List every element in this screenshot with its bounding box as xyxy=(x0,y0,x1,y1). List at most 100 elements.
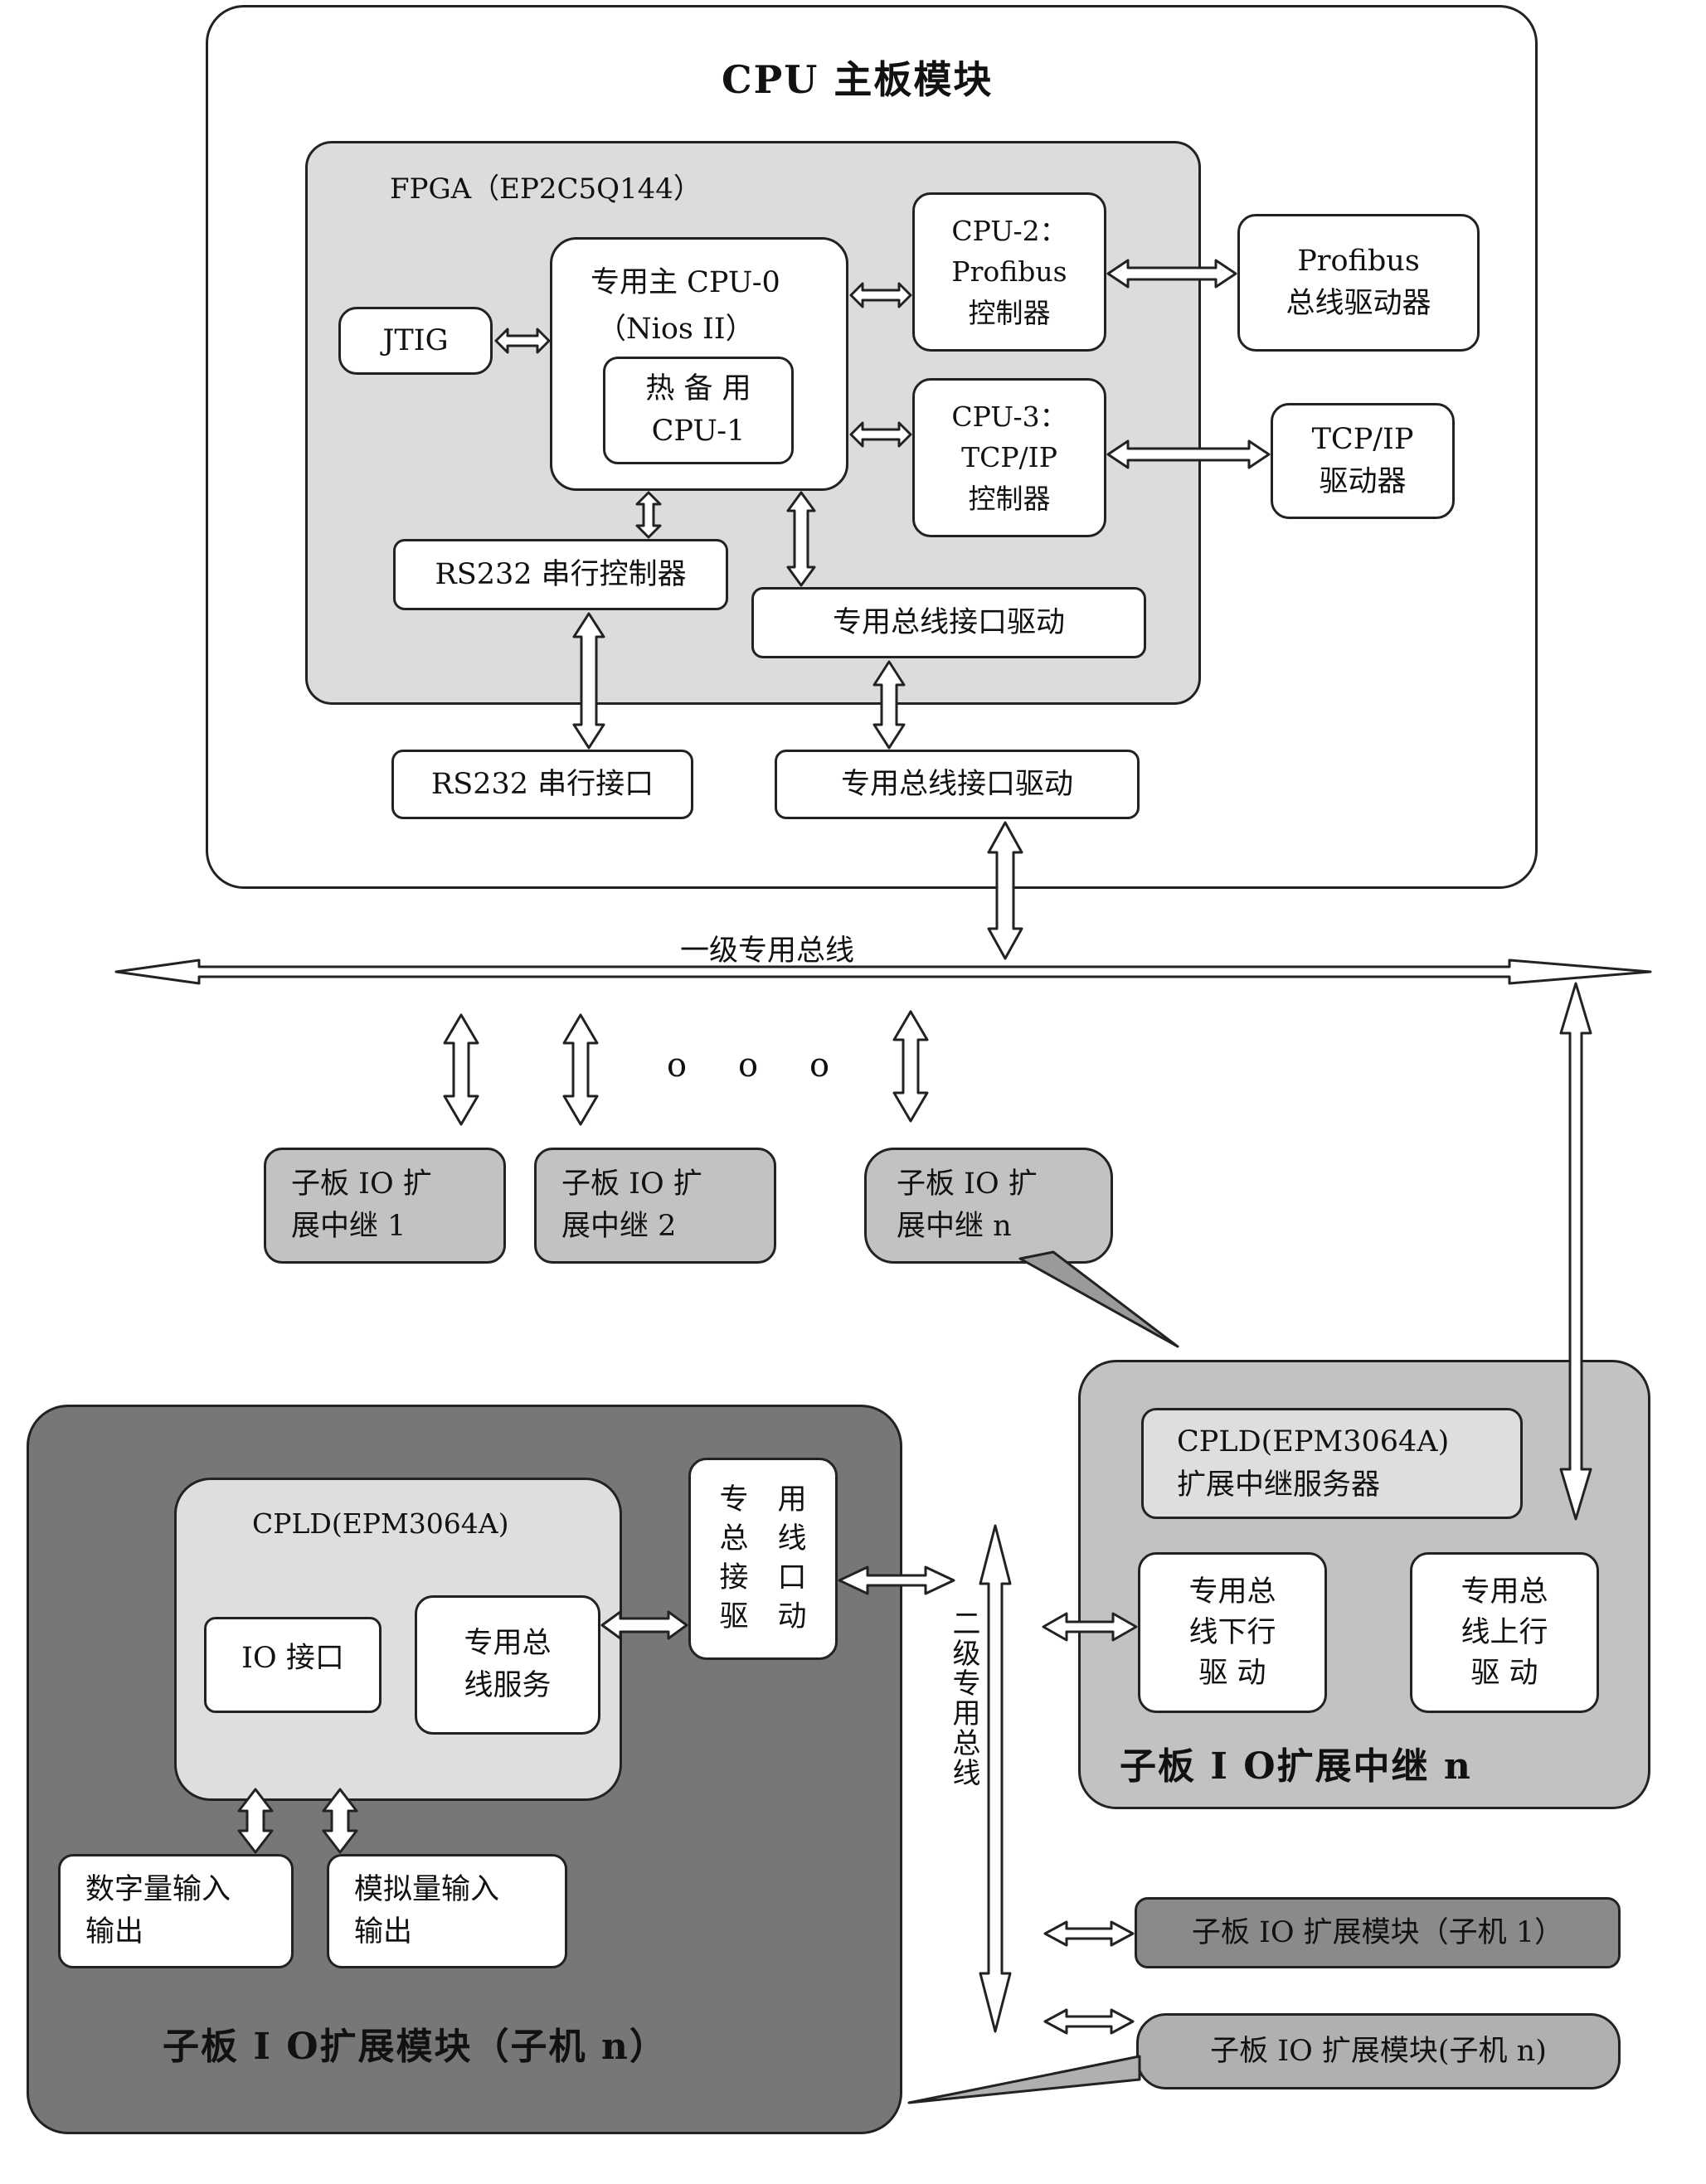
relay-2-line2: 展中继 2 xyxy=(561,1210,677,1243)
relay-n-line2: 展中继 n xyxy=(897,1210,1012,1243)
digital-io-line1: 数字量输入 xyxy=(85,1873,231,1907)
analog-io-line1: 模拟量输入 xyxy=(354,1873,500,1907)
cpu3-role: 控制器 xyxy=(968,482,1051,515)
bus-service-line1: 专用总 xyxy=(464,1627,552,1661)
cpu-board-title: CPU 主板模块 xyxy=(722,57,994,102)
level2-bus-label: 二级专用总线 xyxy=(947,1609,980,1788)
jtag-label: JTIG xyxy=(382,323,449,357)
uplink-driver-block: 专用总 线上行 驱 动 xyxy=(1410,1552,1599,1713)
uplink-line3: 驱 动 xyxy=(1470,1656,1538,1690)
rs232-serial-controller: RS232 串行控制器 xyxy=(393,539,728,610)
cpu0-subtitle: （Nios II） xyxy=(597,313,755,346)
rs232-port-label: RS232 串行接口 xyxy=(430,767,654,801)
level1-bus-arrow xyxy=(114,959,1652,985)
io-bus-driver-line3: 接 口 xyxy=(719,1561,807,1594)
sub-module-n-label: 子板 IO 扩展模块(子机 n) xyxy=(1210,2034,1547,2068)
profibus-bus-driver: Profibus 总线驱动器 xyxy=(1237,214,1480,352)
relay-n-line1: 子板 IO 扩 xyxy=(897,1167,1038,1201)
relay-1-line2: 展中继 1 xyxy=(291,1210,406,1243)
relay-cpld-line2: 扩展中继服务器 xyxy=(1177,1468,1381,1502)
io-bus-driver-line4: 驱 动 xyxy=(719,1600,807,1634)
jtag-block: JTIG xyxy=(338,307,493,375)
downlink-line1: 专用总 xyxy=(1188,1575,1276,1609)
arrow-level1-relayn xyxy=(892,1010,929,1123)
fpga-label: FPGA（EP2C5Q144） xyxy=(390,172,702,206)
arrow-io-analog xyxy=(322,1788,358,1854)
cpu2-label: CPU-2： xyxy=(951,214,1067,247)
cpu0-title: 专用主 CPU-0 xyxy=(591,266,780,299)
hot-backup-label: 热 备 用 xyxy=(645,372,751,406)
arrow-cpu0-rs232ctrl xyxy=(635,491,662,539)
arrow-cpu0-busdriver xyxy=(786,491,816,587)
arrow-level2-downlink xyxy=(1042,1612,1138,1642)
cpu3-label: CPU-3： xyxy=(951,400,1067,433)
arrow-cpu3-tcpip xyxy=(1106,439,1271,469)
bus-service-line2: 线服务 xyxy=(464,1669,552,1702)
bus-interface-driver-inner: 专用总线接口驱动 xyxy=(751,587,1146,658)
cpu3-tcpip-controller: CPU-3： TCP/IP 控制器 xyxy=(912,378,1106,537)
io-interface-block: IO 接口 xyxy=(204,1617,382,1713)
downlink-line3: 驱 动 xyxy=(1198,1656,1266,1690)
arrow-io-digital xyxy=(237,1788,274,1854)
profibus-driver-subtitle: 总线驱动器 xyxy=(1286,287,1431,320)
io-bus-driver-line1: 专 用 xyxy=(719,1483,807,1517)
io-module-title: 子板 I O扩展模块（子机 n） xyxy=(163,2026,668,2068)
ellipsis-dot-2: o xyxy=(738,1046,759,1085)
io-bus-interface-driver: 专 用 总 线 接 口 驱 动 xyxy=(688,1458,838,1660)
arrow-cpu2-profibus xyxy=(1106,259,1237,289)
arrow-cpu0-cpu2 xyxy=(849,282,912,308)
sub-module-n-bar: 子板 IO 扩展模块(子机 n) xyxy=(1136,2013,1621,2089)
downlink-driver-block: 专用总 线下行 驱 动 xyxy=(1138,1552,1327,1713)
relay-box-1: 子板 IO 扩 展中继 1 xyxy=(264,1148,506,1264)
level1-bus-label: 一级专用总线 xyxy=(680,934,855,968)
io-bus-driver-line2: 总 线 xyxy=(719,1522,807,1555)
profibus-driver-title: Profibus xyxy=(1297,245,1420,279)
sub-module-1-label: 子板 IO 扩展模块（子机 1） xyxy=(1191,1915,1564,1949)
analog-io-block: 模拟量输入 输出 xyxy=(327,1854,567,1968)
cpu2-role: 控制器 xyxy=(968,296,1051,329)
relay-box-n: 子板 IO 扩 展中继 n xyxy=(864,1148,1113,1264)
cpu3-protocol: TCP/IP xyxy=(961,441,1057,474)
arrow-jtag-cpu0 xyxy=(494,328,551,354)
digital-io-line2: 输出 xyxy=(85,1915,144,1949)
rs232-controller-label: RS232 串行控制器 xyxy=(435,557,687,591)
relay-cpld-server: CPLD(EPM3064A) 扩展中继服务器 xyxy=(1141,1408,1523,1519)
arrow-level2-sub1 xyxy=(1043,1920,1135,1947)
cpu1-label: CPU-1 xyxy=(651,415,746,448)
io-cpld-label: CPLD(EPM3064A) xyxy=(252,1507,509,1540)
sub-module-n-callout-tail xyxy=(907,2055,1141,2104)
relay-box-2: 子板 IO 扩 展中继 2 xyxy=(534,1148,776,1264)
relay-n-callout-tail xyxy=(1018,1250,1179,1348)
ellipsis-dot-1: o xyxy=(667,1046,688,1085)
arrow-iodriver-level2 xyxy=(838,1565,955,1595)
arrow-busdriver-level1 xyxy=(987,821,1023,960)
tcpip-driver-title: TCP/IP xyxy=(1311,423,1414,457)
sub-module-1-bar: 子板 IO 扩展模块（子机 1） xyxy=(1135,1897,1621,1968)
tcpip-driver-subtitle: 驱动器 xyxy=(1319,465,1407,498)
downlink-line2: 线下行 xyxy=(1188,1615,1276,1649)
cpu2-profibus-controller: CPU-2： Profibus 控制器 xyxy=(912,192,1106,352)
bus-driver-outer-label: 专用总线接口驱动 xyxy=(840,767,1073,801)
rs232-serial-port: RS232 串行接口 xyxy=(391,750,693,819)
cpu2-protocol: Profibus xyxy=(951,255,1067,289)
io-interface-label: IO 接口 xyxy=(241,1642,344,1675)
bus-service-block: 专用总 线服务 xyxy=(415,1595,600,1735)
uplink-line1: 专用总 xyxy=(1461,1575,1548,1609)
relay-1-line1: 子板 IO 扩 xyxy=(291,1167,432,1201)
uplink-line2: 线上行 xyxy=(1461,1615,1548,1649)
arrow-level1-relaymodule xyxy=(1559,982,1592,1521)
relay-cpld-line1: CPLD(EPM3064A) xyxy=(1177,1424,1450,1458)
arrow-level2-subn xyxy=(1043,2008,1135,2035)
arrow-rs232ctrl-port xyxy=(572,612,605,750)
analog-io-line2: 输出 xyxy=(354,1915,413,1949)
bus-driver-inner-label: 专用总线接口驱动 xyxy=(832,605,1065,639)
arrow-busdriver-outer xyxy=(872,660,906,750)
relay-module-title: 子板 I O扩展中继 n xyxy=(1120,1745,1472,1788)
relay-2-line1: 子板 IO 扩 xyxy=(561,1167,702,1201)
ellipsis-dot-3: o xyxy=(809,1046,830,1085)
arrow-level1-relay1 xyxy=(443,1013,479,1126)
arrow-cpu0-cpu3 xyxy=(849,421,912,448)
arrow-level1-relay2 xyxy=(562,1013,599,1126)
bus-interface-driver-outer: 专用总线接口驱动 xyxy=(775,750,1140,819)
